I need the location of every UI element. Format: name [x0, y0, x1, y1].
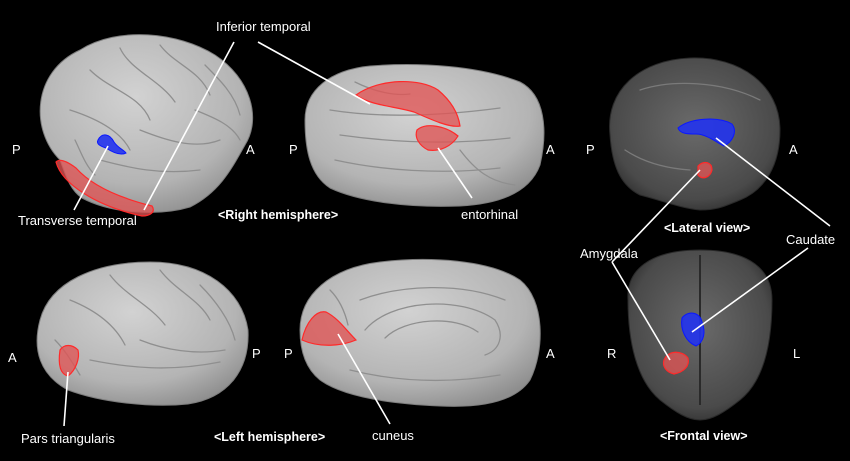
- label-cuneus: cuneus: [372, 428, 414, 443]
- right-medial-dir-right: A: [546, 142, 555, 157]
- mri-lateral-dir-left: P: [586, 142, 595, 157]
- pars-triangularis-region: [58, 344, 80, 377]
- title-frontal-view: <Frontal view>: [660, 429, 748, 443]
- pars-triangularis-leader: [63, 371, 69, 427]
- left-medial-dir-left: P: [284, 346, 293, 361]
- mri-lateral-head: P A: [586, 57, 798, 211]
- inferior-temporal-region-right-medial: [354, 81, 461, 127]
- inferior-temporal-leader-medial: [257, 41, 371, 105]
- title-right-hemisphere: <Right hemisphere>: [218, 208, 338, 222]
- mri-frontal-dir-right: L: [793, 346, 800, 361]
- leader-lines: [63, 41, 831, 427]
- mri-frontal-dir-left: R: [607, 346, 616, 361]
- amygdala-leader-lateral: [611, 169, 701, 263]
- transverse-temporal-leader: [73, 145, 109, 211]
- inferior-temporal-leader-lateral: [143, 41, 235, 211]
- transverse-temporal-region: [97, 134, 127, 155]
- left-medial-gyri: [329, 286, 506, 382]
- title-left-hemisphere: <Left hemisphere>: [214, 430, 325, 444]
- left-medial-brain: P A: [284, 258, 555, 407]
- right-lateral-dir-right: A: [246, 142, 255, 157]
- cuneus-region: [301, 311, 358, 346]
- caudate-leader-lateral: [715, 137, 831, 227]
- label-caudate: Caudate: [786, 232, 835, 247]
- label-amygdala: Amygdala: [580, 246, 639, 261]
- label-inferior-temporal: Inferior temporal: [216, 19, 311, 34]
- title-lateral-view: <Lateral view>: [664, 221, 750, 235]
- entorhinal-region: [415, 125, 459, 151]
- left-lateral-cortex: [36, 261, 249, 406]
- left-lateral-dir-left: A: [8, 350, 17, 365]
- left-medial-dir-right: A: [546, 346, 555, 361]
- amygdala-leader-frontal: [611, 261, 671, 361]
- left-lateral-dir-right: P: [252, 346, 261, 361]
- right-lateral-dir-left: P: [12, 142, 21, 157]
- caudate-region-lateral: [677, 118, 735, 147]
- label-entorhinal: entorhinal: [461, 207, 518, 222]
- left-lateral-brain: A P: [8, 261, 261, 406]
- label-pars-triangularis: Pars triangularis: [21, 431, 115, 446]
- amygdala-region-lateral: [697, 161, 713, 179]
- label-transverse-temporal: Transverse temporal: [18, 213, 137, 228]
- mri-frontal-head: R L: [607, 249, 800, 421]
- left-lateral-gyri: [54, 269, 236, 376]
- amygdala-region-frontal: [662, 351, 689, 375]
- right-medial-dir-left: P: [289, 142, 298, 157]
- inferior-temporal-region-right-lateral: [55, 159, 154, 217]
- mri-lateral-dir-right: A: [789, 142, 798, 157]
- entorhinal-leader: [437, 147, 473, 199]
- caudate-leader-frontal: [691, 247, 809, 333]
- cuneus-leader: [337, 333, 391, 425]
- right-medial-brain: P A: [289, 64, 555, 207]
- right-lateral-cortex: [39, 34, 254, 213]
- right-lateral-brain: P A: [12, 34, 255, 217]
- caudate-region-frontal: [681, 312, 705, 347]
- left-medial-cortex: [299, 258, 541, 407]
